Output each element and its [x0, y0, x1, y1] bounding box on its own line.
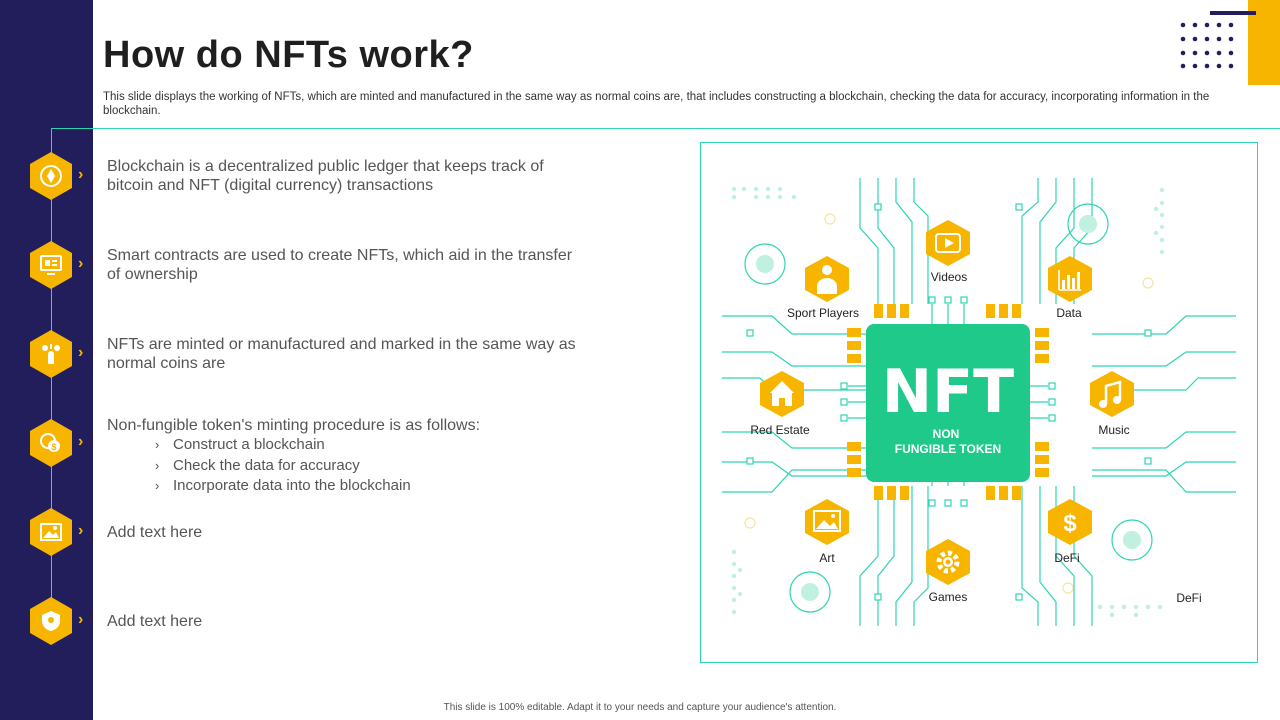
image-icon [30, 508, 72, 556]
nft-diagram: NFT NON FUNGIBLE TOKEN Videos Sport Play… [722, 178, 1236, 626]
games-label: Games [929, 590, 968, 604]
defi-corner-label: DeFi [1176, 591, 1201, 605]
blockchain-coin-icon [30, 152, 72, 200]
timeline-line [51, 128, 52, 628]
page-title: How do NFTs work? [103, 34, 474, 76]
list-item: ›Check the data for accuracy [155, 456, 360, 474]
corner-accent-line [1210, 11, 1256, 15]
defi-label: DeFi [1054, 551, 1079, 565]
music-hex-icon [1090, 371, 1134, 417]
header-divider [52, 128, 1280, 129]
page-subtitle: This slide displays the working of NFTs,… [103, 91, 1210, 117]
coins-icon: $ [30, 419, 72, 467]
minting-icon [30, 330, 72, 378]
data-hex-icon [1048, 256, 1092, 302]
item-text-2: Smart contracts are used to create NFTs,… [107, 247, 573, 283]
dot-grid-decoration [1180, 22, 1234, 69]
chevron-right-icon: › [78, 522, 84, 539]
nft-diagram-frame [700, 142, 1258, 663]
defi-hex-icon: $ [1048, 499, 1092, 545]
svg-text:$: $ [1063, 510, 1077, 537]
svg-text:$: $ [51, 442, 56, 452]
list-item: ›Incorporate data into the blockchain [155, 477, 411, 494]
chip-line-1: NON [933, 427, 960, 441]
shield-icon [30, 597, 72, 645]
footer-note: This slide is 100% editable. Adapt it to… [443, 702, 837, 713]
real-estate-hex-icon [760, 371, 804, 417]
art-hex-icon [805, 499, 849, 545]
nft-chip [866, 324, 1030, 482]
item-text-3: NFTs are minted or manufactured and mark… [107, 336, 576, 372]
chevron-right-icon: › [78, 433, 84, 450]
item-text-4: Non-fungible token's minting procedure i… [107, 417, 481, 434]
chip-line-2: FUNGIBLE TOKEN [895, 442, 1001, 456]
chevron-right-icon: › [78, 255, 84, 272]
videos-hex-icon [926, 220, 970, 266]
sport-players-hex-icon [805, 256, 849, 302]
real-estate-label: Red Estate [750, 423, 810, 437]
art-label: Art [819, 551, 835, 565]
sport-players-label: Sport Players [787, 306, 859, 320]
smart-contract-icon [30, 241, 72, 289]
chevron-right-icon: › [78, 611, 84, 628]
chevron-right-icon: › [78, 344, 84, 361]
minting-steps-list: ›Construct a blockchain ›Check the data … [155, 436, 411, 498]
games-hex-icon [926, 539, 970, 585]
videos-label: Videos [931, 270, 967, 284]
music-label: Music [1098, 423, 1129, 437]
list-item: ›Construct a blockchain [155, 436, 325, 453]
item-text-1: Blockchain is a decentralized public led… [107, 158, 544, 194]
data-label: Data [1056, 306, 1082, 320]
chevron-right-icon: › [78, 166, 84, 183]
chip-title: NFT [882, 357, 1014, 427]
item-text-6: Add text here [107, 613, 203, 630]
item-text-5: Add text here [107, 524, 203, 541]
